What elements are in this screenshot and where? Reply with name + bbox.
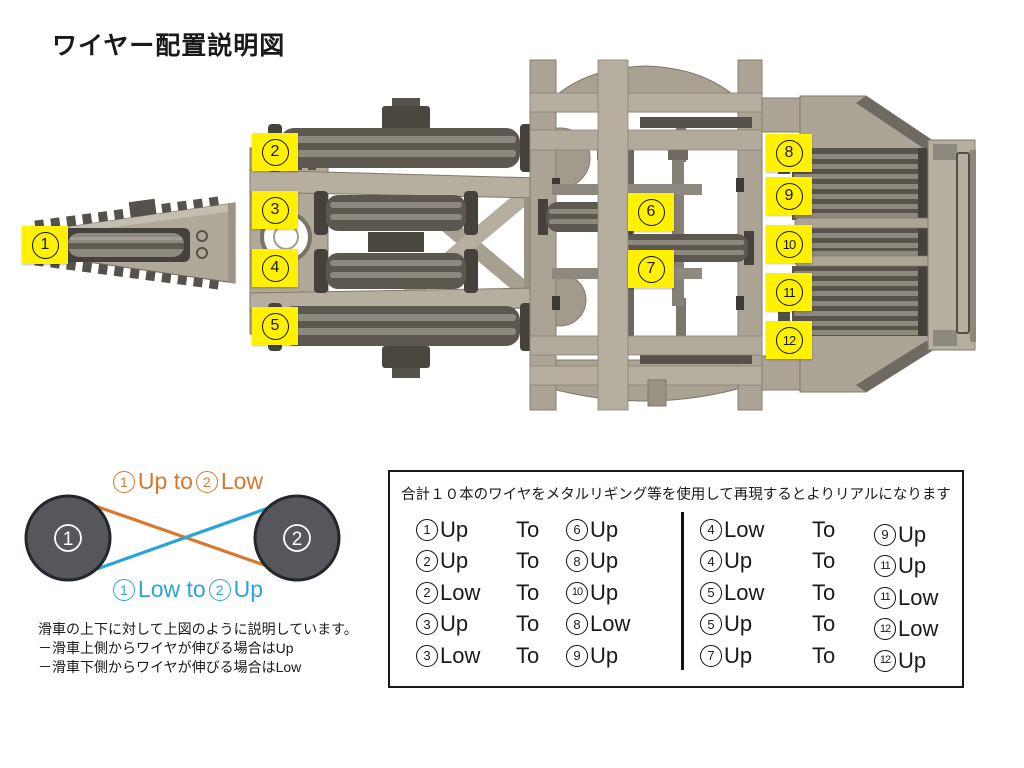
part-label-11: 11	[766, 273, 812, 311]
note-line-3: －滑車下側からワイヤが伸びる場合はLow	[38, 658, 302, 675]
to-word: To	[516, 579, 540, 605]
part-label-2: 2	[252, 133, 298, 171]
circled-number: 4	[700, 550, 722, 573]
circled-number: 11	[874, 586, 896, 609]
part-label-12: 12	[766, 321, 812, 359]
circled-number: 3	[416, 644, 438, 667]
circled-number: 11	[874, 555, 896, 578]
legend-notes: 滑車の上下に対して上図のように説明しています。 －滑車上側からワイヤが伸びる場合…	[38, 620, 358, 676]
circled-number: 6	[566, 518, 588, 541]
to-word: To	[812, 611, 836, 637]
pulley-2-number: 2	[292, 529, 303, 550]
part-number: 11	[775, 278, 803, 306]
part-number: 10	[775, 230, 803, 258]
to-word: To	[812, 642, 836, 668]
circled-number: 8	[566, 550, 588, 573]
part-number: 4	[261, 254, 289, 282]
wire-routing-table: 合計１０本のワイヤをメタルリギング等を使用して再現するとよりリアルになります 1…	[388, 470, 964, 688]
cad-center-frame-assembly	[529, 59, 763, 411]
to-word: To	[516, 642, 540, 668]
page-title: ワイヤー配置説明図	[52, 32, 286, 60]
pulley-1-circle	[24, 494, 112, 582]
label-text: Up	[233, 576, 264, 602]
to-word: To	[516, 611, 540, 637]
part-label-4: 4	[252, 249, 298, 287]
circled-number: 2	[416, 581, 438, 604]
wire-up-to-low	[77, 498, 291, 576]
part-number: 5	[261, 312, 289, 340]
part-label-7: 7	[628, 250, 674, 288]
circled-number: 3	[416, 613, 438, 636]
part-number: 9	[775, 182, 803, 210]
part-number: 12	[775, 326, 803, 354]
circled-number: 9	[874, 523, 896, 546]
to-word: To	[812, 579, 836, 605]
part-number: 8	[775, 139, 803, 167]
part-number: 7	[637, 255, 665, 283]
part-label-8: 8	[766, 134, 812, 172]
circled-number: 7	[700, 644, 722, 667]
circled-number: 5	[700, 581, 722, 604]
label-text: Low	[220, 468, 264, 494]
part-label-9: 9	[766, 177, 812, 215]
note-line-1: 滑車の上下に対して上図のように説明しています。	[38, 621, 358, 637]
label-text: Low to	[137, 576, 206, 602]
table-header: 合計１０本のワイヤをメタルリギング等を使用して再現するとよりリアルになります	[401, 487, 951, 503]
circled-number: 10	[566, 581, 588, 604]
note-line-2: －滑車上側からワイヤが伸びる場合はUp	[38, 639, 294, 656]
part-label-1: 1	[22, 226, 68, 264]
circled-number: 2	[195, 470, 218, 493]
to-word: To	[812, 516, 836, 542]
to-word: To	[516, 548, 540, 574]
part-number: 2	[261, 138, 289, 166]
part-number: 6	[637, 198, 665, 226]
circled-number: 12	[874, 649, 896, 672]
part-number: 3	[261, 196, 289, 224]
to-word: To	[812, 548, 836, 574]
circled-number: 1	[112, 578, 135, 601]
circled-number: 1	[416, 518, 438, 541]
circled-number: 4	[700, 518, 722, 541]
part-label-5: 5	[252, 307, 298, 345]
part-label-6: 6	[628, 193, 674, 231]
table-divider	[681, 512, 684, 670]
pulley-1-number: 1	[63, 529, 74, 550]
pulley-2-circle	[253, 494, 341, 582]
circled-number: 2	[208, 578, 231, 601]
part-label-10: 10	[766, 225, 812, 263]
circled-number: 5	[700, 613, 722, 636]
part-number: 1	[31, 231, 59, 259]
circled-number: 9	[566, 644, 588, 667]
circled-number: 1	[112, 470, 135, 493]
circled-number: 8	[566, 613, 588, 636]
part-label-3: 3	[252, 191, 298, 229]
label-text: Up to	[137, 468, 193, 494]
wire-low-to-up	[79, 499, 289, 577]
to-word: To	[516, 516, 540, 542]
circled-number: 12	[874, 618, 896, 641]
circled-number: 2	[416, 550, 438, 573]
